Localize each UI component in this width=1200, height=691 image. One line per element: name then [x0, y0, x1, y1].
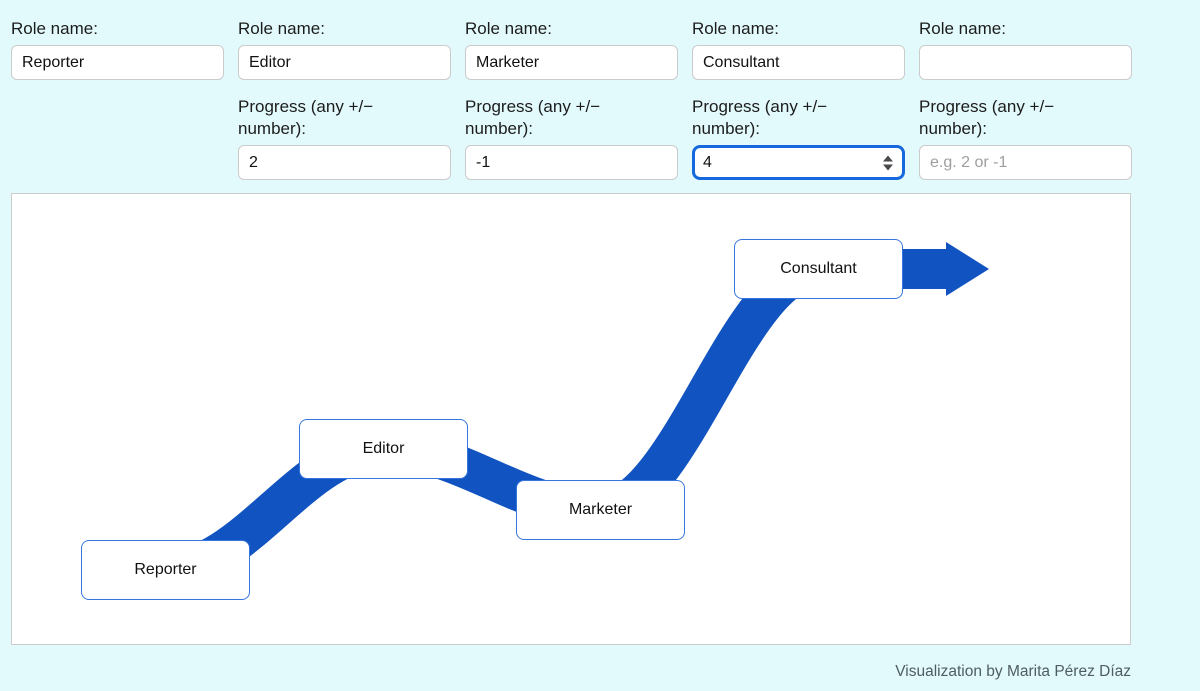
- node-consultant: Consultant: [734, 239, 903, 299]
- node-editor: Editor: [299, 419, 468, 479]
- role-name-input-4[interactable]: [692, 45, 905, 80]
- node-marketer: Marketer: [516, 480, 685, 540]
- spinner-up-icon[interactable]: [883, 155, 893, 161]
- role-name-label: Role name:: [11, 19, 98, 38]
- progress-input-5[interactable]: [919, 145, 1132, 180]
- role-name-label: Role name:: [238, 19, 325, 38]
- role-column-3: Role name: Progress (any +/− number):: [465, 18, 678, 180]
- role-name-label: Role name:: [692, 19, 779, 38]
- role-name-input-2[interactable]: [238, 45, 451, 80]
- node-reporter: Reporter: [81, 540, 250, 600]
- progress-label: Progress (any +/− number):: [465, 97, 601, 138]
- node-label: Consultant: [780, 260, 857, 277]
- node-label: Reporter: [134, 561, 197, 578]
- role-form: Role name: Role name: Progress (any +/− …: [0, 0, 1200, 180]
- number-spinner-icon[interactable]: [883, 155, 893, 170]
- arrowhead-icon: [946, 242, 989, 296]
- node-label: Marketer: [568, 501, 633, 518]
- node-label: Editor: [362, 440, 405, 457]
- role-column-2: Role name: Progress (any +/− number):: [238, 18, 451, 180]
- role-name-input-5[interactable]: [919, 45, 1132, 80]
- role-name-label: Role name:: [919, 19, 1006, 38]
- progress-label: Progress (any +/− number):: [238, 97, 374, 138]
- role-name-label: Role name:: [465, 19, 552, 38]
- credit-text: Visualization by Marita Pérez Díaz: [895, 663, 1131, 680]
- role-column-5: Role name: Progress (any +/− number):: [919, 18, 1132, 180]
- progress-input-4-focused[interactable]: [692, 145, 905, 180]
- progress-label: Progress (any +/− number):: [919, 97, 1055, 138]
- role-column-4: Role name: Progress (any +/− number):: [692, 18, 905, 180]
- progress-input-2[interactable]: [238, 145, 451, 180]
- progress-input-3[interactable]: [465, 145, 678, 180]
- role-name-input-1[interactable]: [11, 45, 224, 80]
- spinner-down-icon[interactable]: [883, 164, 893, 170]
- progress-label: Progress (any +/− number):: [692, 97, 828, 138]
- role-column-1: Role name:: [11, 18, 224, 180]
- visualization-panel: Reporter Editor Marketer Consultant: [11, 193, 1131, 645]
- role-name-input-3[interactable]: [465, 45, 678, 80]
